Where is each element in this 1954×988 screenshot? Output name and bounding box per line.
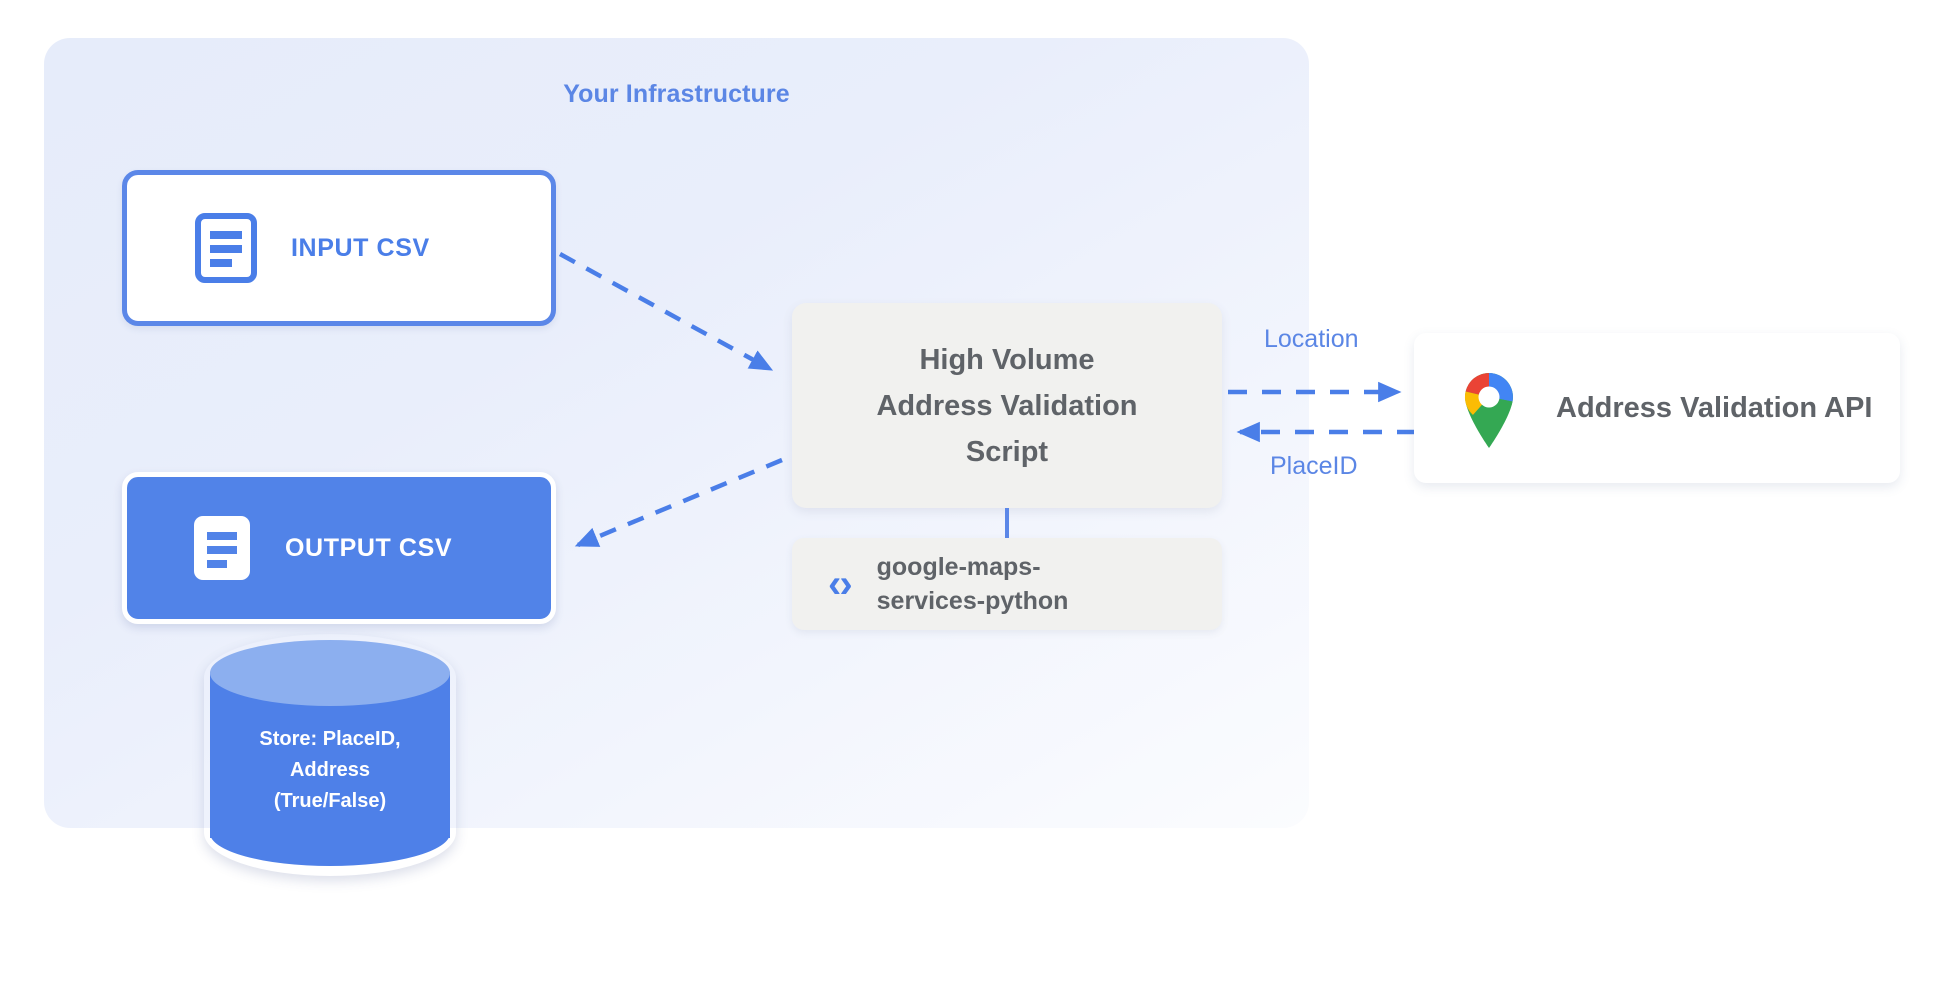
node-validation-script[interactable]: High Volume Address Validation Script bbox=[792, 303, 1222, 508]
database-label: Store: PlaceID, Address (True/False) bbox=[210, 724, 450, 817]
script-title-line-3: Script bbox=[965, 435, 1049, 468]
edge-label-placeid: PlaceID bbox=[1270, 452, 1358, 480]
database-top-ellipse bbox=[210, 640, 450, 706]
node-output-csv-label: OUTPUT CSV bbox=[285, 533, 453, 562]
edge-label-location: Location bbox=[1264, 325, 1359, 353]
code-brackets-icon: ‹› bbox=[828, 562, 853, 606]
node-database[interactable]: Store: PlaceID, Address (True/False) bbox=[210, 640, 450, 870]
node-client-library-label: google-maps- services-python bbox=[877, 550, 1069, 618]
document-icon bbox=[195, 213, 257, 283]
document-icon bbox=[194, 516, 250, 580]
script-title-line-2: Address Validation bbox=[876, 389, 1138, 422]
database-label-line-2: Address bbox=[289, 759, 371, 781]
node-output-csv[interactable]: OUTPUT CSV bbox=[122, 472, 556, 624]
infrastructure-panel-title: Your Infrastructure bbox=[563, 80, 790, 108]
node-input-csv[interactable]: INPUT CSV bbox=[122, 170, 556, 326]
node-address-validation-api-label: Address Validation API bbox=[1556, 391, 1873, 424]
database-label-line-1: Store: PlaceID, bbox=[259, 728, 401, 750]
node-client-library[interactable]: ‹› google-maps- services-python bbox=[792, 538, 1222, 630]
node-input-csv-label: INPUT CSV bbox=[291, 233, 430, 262]
script-title-line-1: High Volume bbox=[919, 343, 1095, 376]
database-label-line-3: (True/False) bbox=[273, 790, 387, 812]
library-label-line-1: google-maps- bbox=[876, 553, 1041, 581]
library-label-line-2: services-python bbox=[876, 587, 1069, 615]
google-maps-pin-icon bbox=[1464, 372, 1513, 448]
node-address-validation-api[interactable]: Address Validation API bbox=[1414, 333, 1900, 483]
script-library-connector bbox=[1005, 508, 1009, 540]
